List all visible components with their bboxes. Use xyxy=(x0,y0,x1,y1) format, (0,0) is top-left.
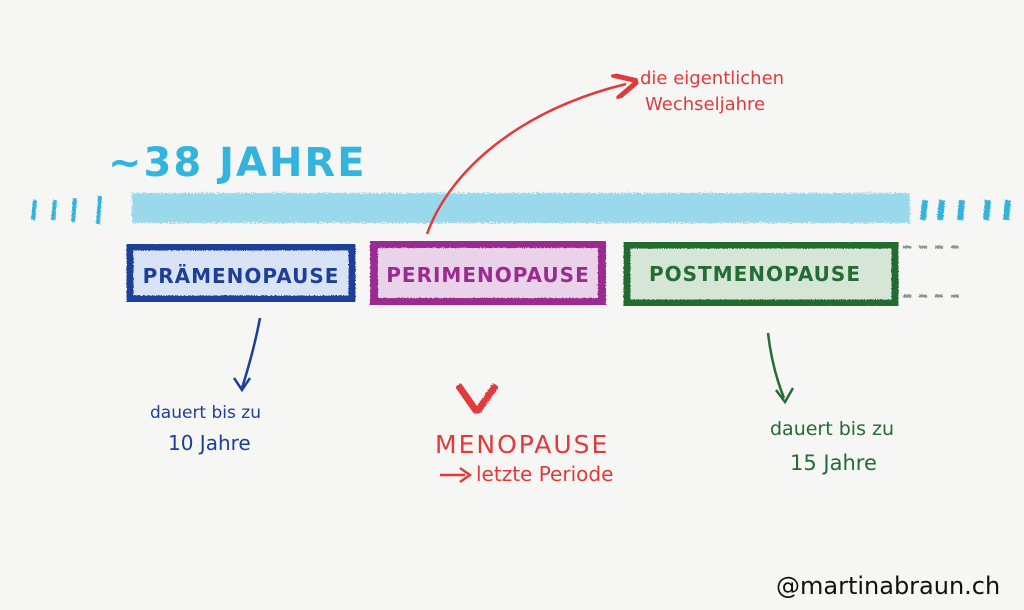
pre-note-line2: 10 Jahre xyxy=(168,431,251,455)
arrow-pre xyxy=(240,317,262,389)
pre-note-line1: dauert bis zu xyxy=(150,403,261,423)
timeline-right-dashes xyxy=(920,199,1011,221)
menopause-subtitle: letzte Periode xyxy=(476,462,613,486)
timeline-left-dashes xyxy=(31,195,102,225)
timeline: ~38 JAHRE xyxy=(31,140,1011,228)
phase-box-pre xyxy=(126,243,356,303)
menopause-title: MENOPAUSE xyxy=(435,430,609,459)
phase-label-post: POSTMENOPAUSE xyxy=(649,262,861,286)
phase-box-peri xyxy=(370,240,606,306)
arrow-post xyxy=(766,332,786,399)
top-note-line1: die eigentlichen xyxy=(640,68,784,89)
arrow-post-head xyxy=(775,387,795,405)
post-note-line1: dauert bis zu xyxy=(770,418,894,440)
menopause-subtitle-arrow xyxy=(440,466,473,484)
phase-label-pre: PRÄMENOPAUSE xyxy=(143,264,340,288)
post-continuation-dashes xyxy=(903,245,965,298)
arrow-pre-head xyxy=(232,377,252,393)
duration-label: ~38 JAHRE xyxy=(108,140,367,186)
phase-peri: PERIMENOPAUSE xyxy=(370,240,606,306)
phase-box-post xyxy=(623,241,899,307)
top-note-line2: Wechseljahre xyxy=(645,94,765,115)
phase-pre: PRÄMENOPAUSE xyxy=(126,243,356,303)
phase-post: POSTMENOPAUSE xyxy=(623,241,965,307)
phase-label-peri: PERIMENOPAUSE xyxy=(386,263,589,287)
timeline-bar xyxy=(132,193,910,223)
post-note-line2: 15 Jahre xyxy=(790,451,877,475)
arrow-to-wechseljahre xyxy=(425,84,626,235)
arrow-menopause-head xyxy=(455,382,499,419)
credit: @martinabraun.ch xyxy=(776,572,1000,600)
